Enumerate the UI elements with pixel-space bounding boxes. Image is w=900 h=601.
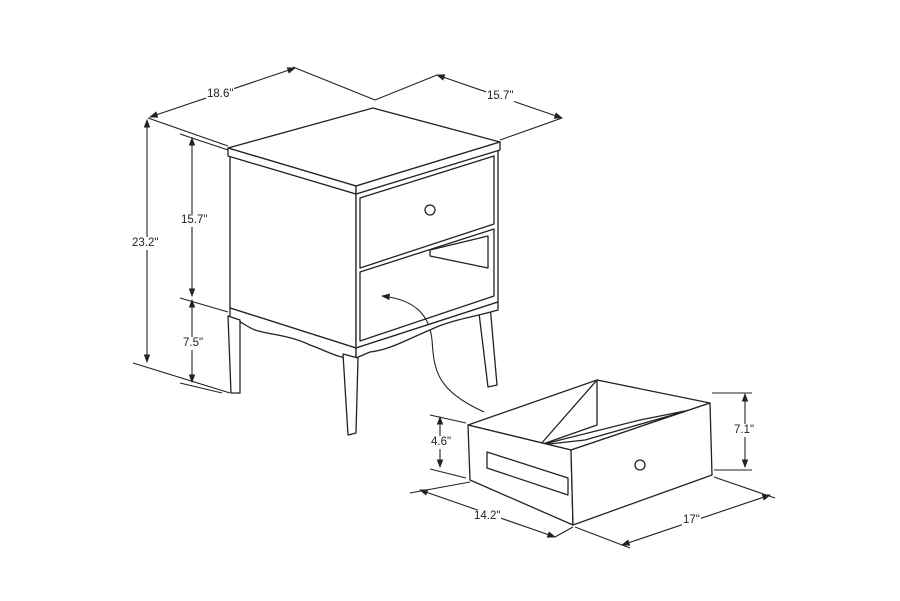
apron-left xyxy=(229,307,357,359)
front-right-leg xyxy=(342,353,359,436)
label-top-width: 18.6" xyxy=(206,88,235,101)
drawer-knob xyxy=(424,204,436,216)
label-drawer-front-height: 7.1" xyxy=(733,424,756,437)
top-front-edge xyxy=(355,141,501,195)
drawer-inner-back xyxy=(539,379,598,446)
label-top-depth: 15.7" xyxy=(486,90,515,103)
label-leg-height: 7.5" xyxy=(182,337,205,350)
label-drawer-depth: 14.2" xyxy=(473,510,502,523)
nightstand xyxy=(227,107,501,436)
label-drawer-side-height: 4.6" xyxy=(430,436,453,449)
shelf-drawer-glimpse xyxy=(429,235,489,269)
back-right-leg xyxy=(477,304,498,388)
drawer xyxy=(467,379,713,526)
front-left-leg xyxy=(227,315,241,394)
drawer-knob-2 xyxy=(634,459,646,471)
label-body-height: 15.7" xyxy=(180,214,209,227)
apron-front xyxy=(355,301,499,359)
label-total-height: 23.2" xyxy=(131,237,160,250)
drawer-side-slot xyxy=(486,451,569,496)
label-drawer-width: 17" xyxy=(682,514,701,527)
drawer-arrow xyxy=(380,293,485,413)
